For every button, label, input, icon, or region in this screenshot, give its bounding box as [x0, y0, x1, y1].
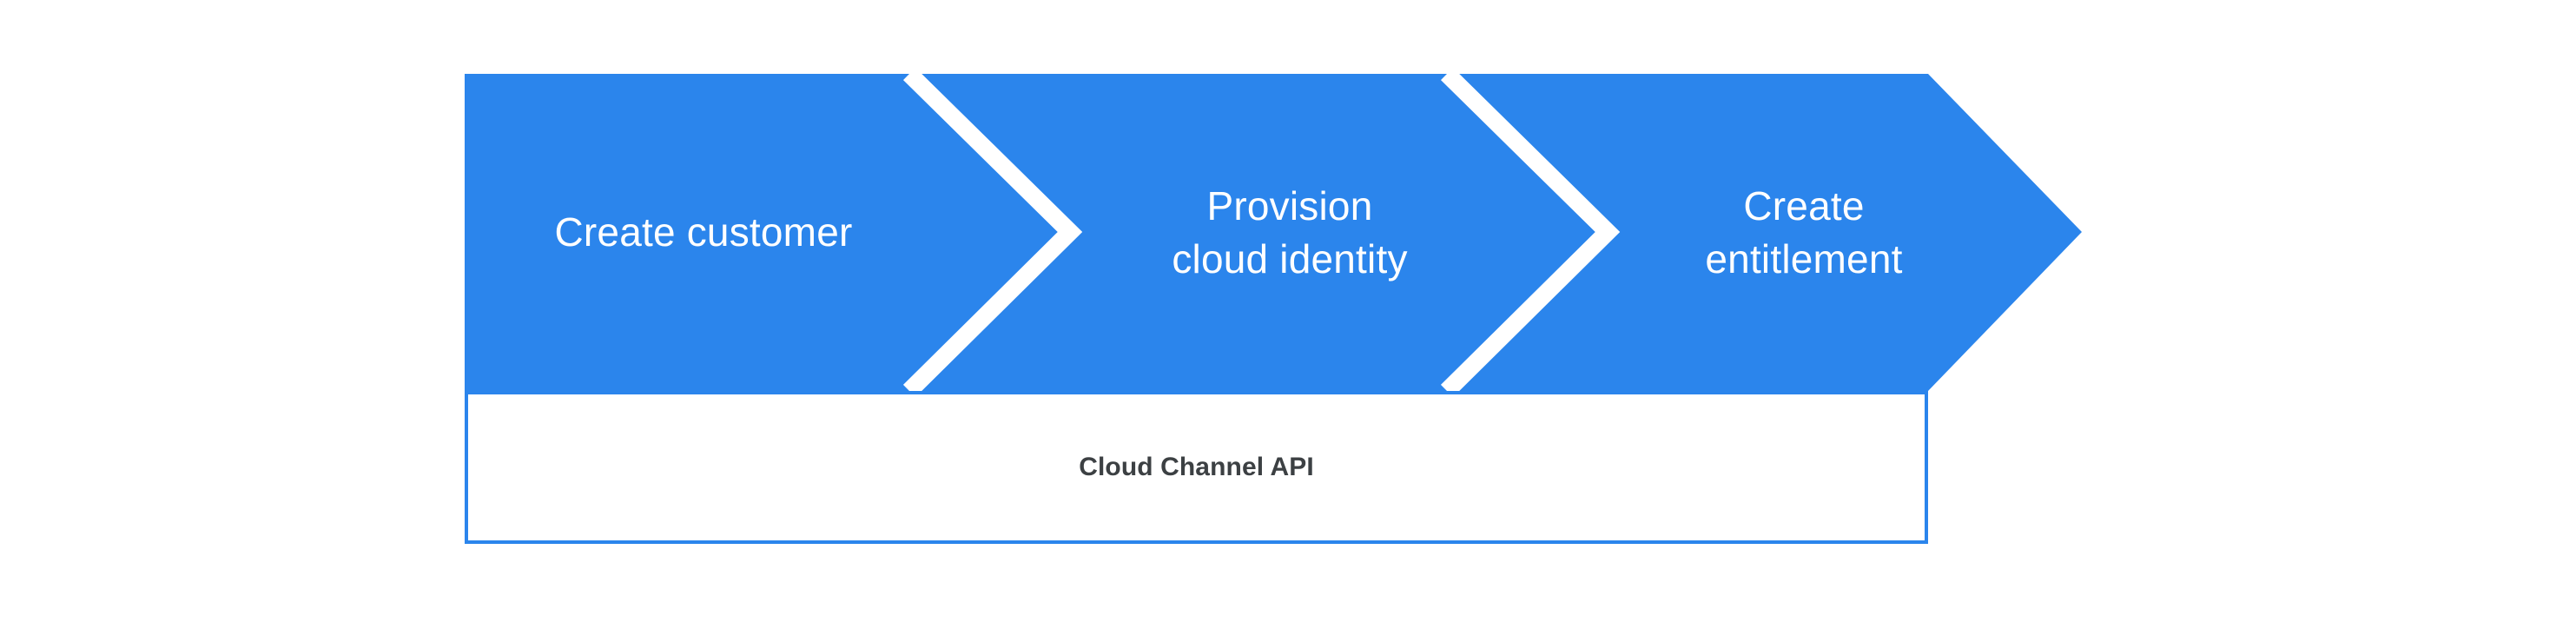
chevron-separator-2	[1440, 67, 1621, 398]
chevron-process-arrow	[465, 74, 2082, 391]
chevron-separator-1	[902, 67, 1083, 398]
api-bar	[465, 391, 1928, 544]
